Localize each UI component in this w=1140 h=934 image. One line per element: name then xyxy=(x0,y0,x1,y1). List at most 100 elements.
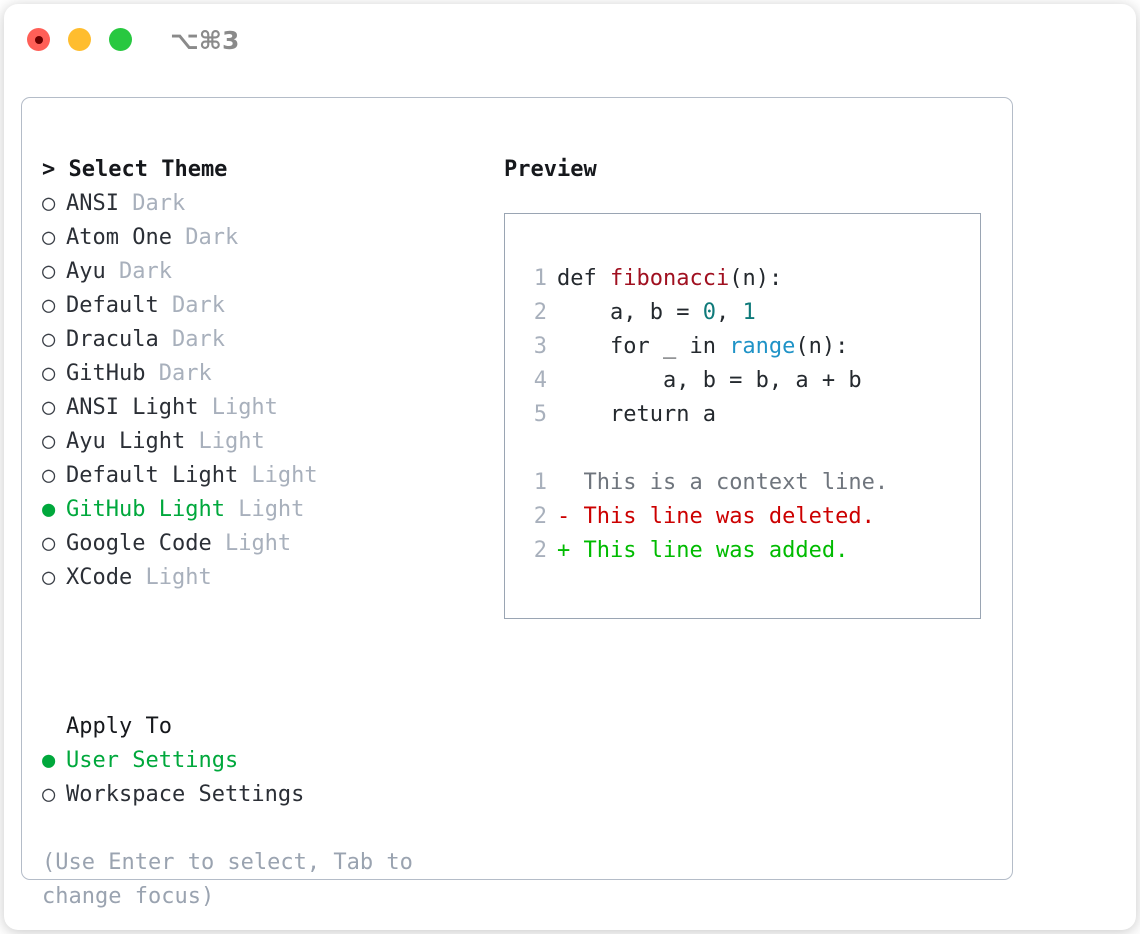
theme-option-ayu[interactable]: ○ Ayu Dark xyxy=(42,255,472,289)
code-token-plain: (n): xyxy=(795,334,849,359)
theme-option-label: Dracula xyxy=(66,327,159,352)
theme-option-variant: Light xyxy=(132,565,212,590)
radio-selected-icon: ● xyxy=(42,748,56,773)
code-line-number: 5 xyxy=(533,402,547,427)
radio-unselected-icon: ○ xyxy=(42,429,56,454)
theme-option-label: XCode xyxy=(66,565,133,590)
theme-option-label: GitHub xyxy=(66,361,146,386)
radio-unselected-icon: ○ xyxy=(42,395,56,420)
code-line-number: 3 xyxy=(533,334,547,359)
code-token-builtin: range xyxy=(729,334,796,359)
main-panel: > Select Theme ○ANSI Dark○Atom One Dark○… xyxy=(21,97,1013,909)
code-line: 4 a, b = b, a + b xyxy=(525,364,980,398)
theme-selector-list: > Select Theme ○ANSI Dark○Atom One Dark○… xyxy=(42,153,472,595)
theme-option-variant: Light xyxy=(198,395,278,420)
theme-option-variant: Light xyxy=(238,463,318,488)
code-line: 2 a, b = 0, 1 xyxy=(525,296,980,330)
radio-selected-icon: ● xyxy=(42,497,56,522)
preview-title: Preview xyxy=(504,157,597,182)
code-token-fn: fibonacci xyxy=(609,266,730,291)
radio-unselected-icon: ○ xyxy=(42,191,56,216)
radio-unselected-icon: ○ xyxy=(42,327,56,352)
theme-option-variant: Light xyxy=(211,531,292,556)
theme-option-variant: Dark xyxy=(118,191,186,216)
theme-list-header: > Select Theme xyxy=(42,157,228,182)
diff-line-del: 2- This line was deleted. xyxy=(525,500,980,534)
theme-option-label: Default Light xyxy=(66,463,239,488)
code-line: 1 def fibonacci(n): xyxy=(525,262,980,296)
theme-option-variant: Dark xyxy=(158,293,225,318)
theme-option-label: ANSI xyxy=(66,191,119,216)
theme-option-github[interactable]: ○ GitHub Dark xyxy=(42,357,472,391)
minimize-window-button[interactable] xyxy=(68,28,91,51)
theme-option-google-code[interactable]: ○ Google Code Light xyxy=(42,527,472,561)
theme-option-variant: Dark xyxy=(145,361,212,386)
theme-option-label: Google Code xyxy=(66,531,212,556)
code-line-number: 1 xyxy=(533,266,547,291)
code-token-plain: return a xyxy=(557,402,716,427)
theme-option-github-light[interactable]: ● GitHub Light Light xyxy=(42,493,472,527)
theme-option-variant: Light xyxy=(185,429,265,454)
keyboard-shortcut-label: ⌥⌘3 xyxy=(170,26,240,55)
code-token-plain: def xyxy=(557,266,610,291)
apply-to-option-user-settings[interactable]: ● User Settings xyxy=(42,744,472,778)
app-window: ⌥⌘3 > Select Theme ○ ANSI Dark ○ Atom One D… xyxy=(4,4,1136,930)
theme-option-default-light[interactable]: ○ Default Light Light xyxy=(42,459,472,493)
diff-line-number: 2 xyxy=(533,504,547,529)
theme-option-ansi-light[interactable]: ○ ANSI Light Light xyxy=(42,391,472,425)
theme-option-variant: Dark xyxy=(158,327,225,352)
code-token-plain: , xyxy=(715,300,743,325)
radio-unselected-icon: ○ xyxy=(42,259,56,284)
theme-option-ansi[interactable]: ○ ANSI Dark xyxy=(42,187,472,221)
theme-option-atom-one[interactable]: ○ Atom One Dark xyxy=(42,221,472,255)
theme-option-label: Ayu xyxy=(66,259,106,284)
apply-to-option-label: User Settings xyxy=(66,748,239,773)
theme-option-variant: Dark xyxy=(171,225,239,250)
diff-line-number: 2 xyxy=(533,538,547,563)
apply-to-option-label: Workspace Settings xyxy=(66,782,305,807)
radio-unselected-icon: ○ xyxy=(42,225,56,250)
code-spacer xyxy=(525,432,980,466)
radio-unselected-icon: ○ xyxy=(42,531,56,556)
theme-option-label: Ayu Light xyxy=(66,429,186,454)
theme-option-xcode[interactable]: ○ XCode Light xyxy=(42,561,472,595)
window-titlebar: ⌥⌘3 xyxy=(4,4,1136,80)
theme-option-ayu-light[interactable]: ○ Ayu Light Light xyxy=(42,425,472,459)
close-window-button[interactable] xyxy=(27,28,50,51)
radio-unselected-icon: ○ xyxy=(42,361,56,386)
theme-option-dracula[interactable]: ○ Dracula Dark xyxy=(42,323,472,357)
diff-line-number: 1 xyxy=(533,470,547,495)
diff-text: This line was added. xyxy=(570,538,849,563)
code-line: 3 for _ in range(n): xyxy=(525,330,980,364)
code-token-plain: (n): xyxy=(729,266,783,291)
hint-text: (Use Enter to select, Tab to change focu… xyxy=(42,850,413,909)
code-line: 5 return a xyxy=(525,398,980,432)
theme-option-variant: Light xyxy=(224,497,305,522)
diff-marker: - xyxy=(557,504,571,529)
radio-unselected-icon: ○ xyxy=(42,463,56,488)
diff-text: This is a context line. xyxy=(570,470,889,495)
code-token-num: 1 xyxy=(742,300,756,325)
apply-to-option-workspace-settings[interactable]: ○ Workspace Settings xyxy=(42,778,472,812)
code-line-number: 4 xyxy=(533,368,547,393)
theme-option-label: Default xyxy=(66,293,159,318)
diff-line-context: 1 This is a context line. xyxy=(525,466,980,500)
traffic-light-group xyxy=(27,28,132,51)
theme-option-label: GitHub Light xyxy=(66,497,225,522)
code-token-plain: for _ in xyxy=(557,334,730,359)
diff-line-add: 2 + This line was added. xyxy=(525,534,980,568)
theme-option-label: Atom One xyxy=(66,225,172,250)
diff-marker xyxy=(557,470,570,495)
theme-option-variant: Dark xyxy=(105,259,172,284)
apply-to-group: Apply To ● User Settings ○ Workspace Settin… xyxy=(42,710,472,812)
theme-option-default[interactable]: ○ Default Dark xyxy=(42,289,472,323)
apply-to-header: Apply To xyxy=(66,714,172,739)
zoom-window-button[interactable] xyxy=(109,28,132,51)
theme-option-label: ANSI Light xyxy=(66,395,199,420)
radio-unselected-icon: ○ xyxy=(42,565,56,590)
code-token-plain: a, b = b, a + b xyxy=(557,368,862,393)
radio-unselected-icon: ○ xyxy=(42,782,56,807)
radio-unselected-icon: ○ xyxy=(42,293,56,318)
diff-marker: + xyxy=(557,538,571,563)
